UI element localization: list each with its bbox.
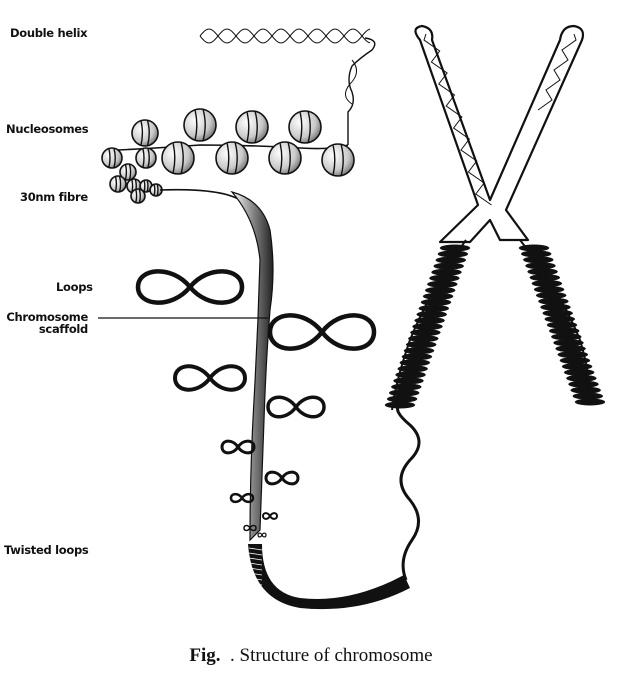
- label-30nm-fibre: 30nm fibre: [20, 190, 88, 204]
- nucleosome-icon: [215, 141, 249, 175]
- loop-figure-eight: [264, 470, 300, 486]
- nucleosome-icon: [321, 143, 355, 177]
- nucleosome-icon: [101, 147, 123, 169]
- chromatid-coil: [533, 286, 565, 293]
- chromatid-coil: [563, 368, 595, 376]
- chromatid-coil: [427, 280, 458, 288]
- nucleosome-icon: [109, 175, 127, 193]
- twist-line: [248, 577, 263, 581]
- chromosome-scaffold: [230, 190, 274, 542]
- loop-figure-eight: [261, 512, 279, 520]
- loop-figure-eight: [135, 269, 245, 305]
- nucleosome-icon: [235, 110, 269, 144]
- nucleosome-icon: [183, 108, 217, 142]
- chromatid-coil: [424, 286, 456, 294]
- twist-line: [248, 572, 263, 576]
- helix-strand-a: [199, 28, 371, 44]
- nucleosome-icon: [161, 141, 195, 175]
- chromatid-coil: [538, 297, 569, 305]
- chromatid-coil: [403, 347, 435, 355]
- nucleosome-icon: [288, 110, 322, 144]
- loop-figure-eight: [257, 532, 267, 538]
- nucleosome-icon: [149, 183, 163, 197]
- label-double-helix: Double helix: [10, 26, 88, 40]
- chromatid-coil: [574, 398, 606, 406]
- loop-figure-eight: [266, 395, 326, 419]
- twist-line: [248, 567, 263, 571]
- twist-line: [248, 552, 263, 556]
- twist-line: [248, 582, 263, 586]
- twisted-loops: [248, 544, 410, 610]
- loop-figure-eight: [172, 364, 248, 392]
- chromatid-coil: [401, 353, 433, 361]
- label-loops: Loops: [56, 280, 93, 294]
- chromatid-coil: [531, 280, 563, 287]
- label-scaffold-line1: Chromosome: [6, 310, 88, 324]
- chromatid-coil: [520, 250, 552, 258]
- twist-line: [248, 592, 263, 596]
- loops: [135, 269, 377, 538]
- figure-caption: Fig. . Structure of chromosome: [0, 645, 622, 667]
- chromatid-coil: [439, 244, 471, 252]
- helix-strand-b: [199, 28, 371, 44]
- twist-line: [248, 547, 263, 551]
- label-twisted-loops: Twisted loops: [4, 543, 89, 557]
- chromatid-coil: [408, 335, 439, 343]
- twist-line: [248, 587, 263, 591]
- nucleosome-icon: [131, 119, 159, 147]
- chromatid-coil: [437, 250, 469, 258]
- chromatid-coil: [384, 401, 416, 409]
- chromatid-coil: [405, 341, 437, 349]
- twist-line: [248, 557, 263, 561]
- chromatid-coil: [553, 339, 584, 347]
- double-helix: [199, 28, 376, 145]
- chromatid-coil: [386, 395, 418, 403]
- chromatid-coil: [429, 274, 460, 282]
- chromatid-coil: [570, 386, 601, 394]
- chromatid-coil: [422, 292, 454, 300]
- caption-prefix: Fig.: [189, 645, 221, 666]
- label-chromosome-scaffold: Chromosome scaffold: [4, 311, 88, 335]
- loop-figure-eight: [229, 492, 255, 504]
- nucleosome-icon: [139, 179, 153, 193]
- chromatid-coil: [566, 374, 597, 382]
- fibre-30nm: [159, 188, 241, 201]
- chromatin-strand: [396, 403, 421, 581]
- chromosome: [384, 24, 606, 411]
- chromatid-coil: [523, 256, 554, 264]
- label-scaffold-line2: scaffold: [38, 322, 88, 336]
- nucleosome-icon: [268, 141, 302, 175]
- nucleosome-icon: [130, 188, 146, 204]
- chromatid-coil: [568, 380, 599, 388]
- chromatid-coil: [535, 291, 567, 299]
- loop-figure-eight: [243, 524, 257, 532]
- loop-figure-eight: [220, 439, 256, 455]
- loop-figure-eight: [267, 313, 377, 351]
- caption-text: . Structure of chromosome: [230, 645, 433, 666]
- label-nucleosomes: Nucleosomes: [6, 122, 89, 136]
- nucleosome-string: [101, 108, 355, 204]
- nucleosome-icon: [135, 147, 157, 169]
- twist-line: [248, 562, 263, 566]
- nucleosome-icon: [119, 163, 137, 181]
